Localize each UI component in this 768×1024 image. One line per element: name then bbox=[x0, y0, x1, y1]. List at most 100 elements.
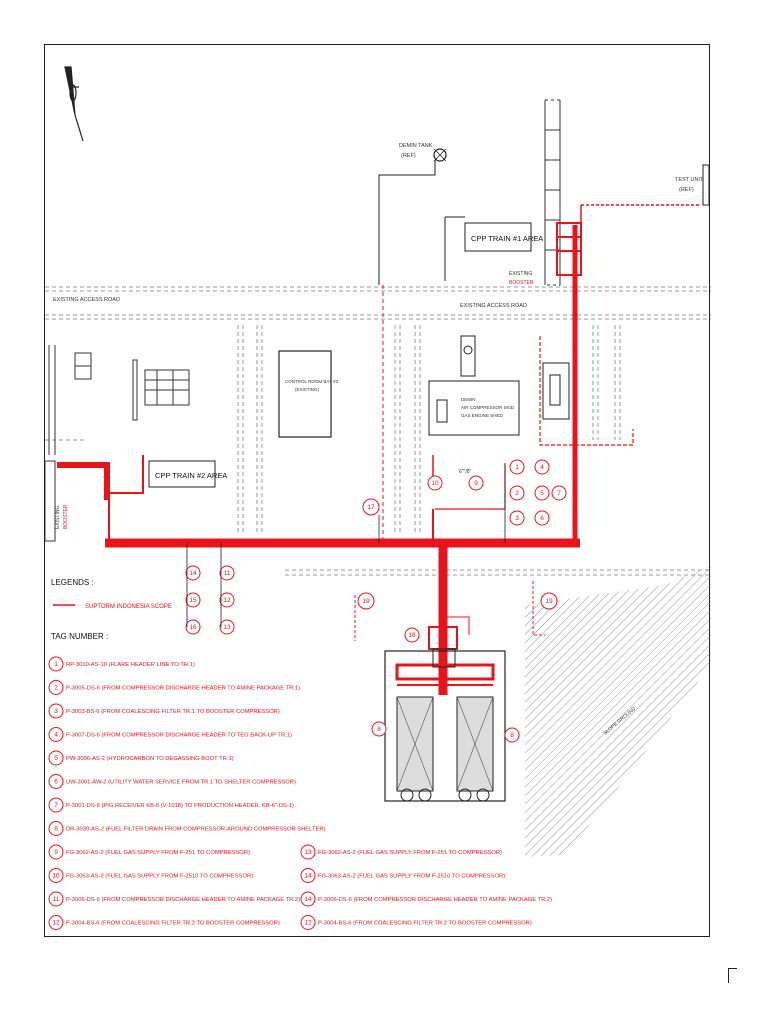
tag-number: 10 bbox=[52, 873, 60, 880]
tag-badge-icon bbox=[48, 750, 64, 766]
tag-number: 2 bbox=[54, 685, 58, 692]
tag-badge-icon bbox=[48, 727, 64, 742]
tag-description: P-3003-BS-6 (FROM COALESCING FILTER TR.1… bbox=[66, 709, 280, 715]
tag-description: FG-3062-AS-2 (FUEL GAS SUPPLY FROM F-251… bbox=[318, 850, 502, 856]
tag-row: 1 RP-3010-AS-10 (FLARE HEADER LINE TO TR.… bbox=[48, 656, 195, 672]
tag-badge-icon bbox=[48, 868, 64, 883]
tag-badge-icon bbox=[48, 797, 64, 813]
demin-tank: DEMIN TANK (REF) bbox=[378, 143, 447, 285]
drawing-sheet: EXISTING ACCESS ROAD EXISTING ACCESS ROA… bbox=[44, 44, 711, 937]
tag-row: 5 PW-3006-AS-2 (HYDROCARBON TO DEGASSING … bbox=[48, 750, 234, 766]
control-room-sub: (EXISTING) bbox=[295, 387, 320, 392]
scope-piping bbox=[57, 204, 701, 695]
tag-badge-icon bbox=[48, 656, 64, 672]
tag-description: P-3006-DS-6 (FROM COMPRESSOR DISCHARGE H… bbox=[66, 897, 300, 903]
compressor-shelter bbox=[384, 650, 506, 802]
tag-number: 12 bbox=[304, 920, 312, 927]
tag-badge-icon bbox=[300, 868, 316, 883]
plan-tag-5: 5 bbox=[540, 490, 544, 497]
tag-number: 8 bbox=[54, 826, 58, 833]
control-room bbox=[278, 350, 332, 438]
tag-badge-icon bbox=[48, 844, 64, 860]
tag-description: FG-3063-AS-2 (FUEL GAS SUPPLY FROM F-251… bbox=[318, 874, 505, 880]
plan-tag-1: 1 bbox=[515, 464, 519, 471]
tag-badge-icon bbox=[48, 891, 64, 907]
compressor-package-label-3: GAS ENGINE SHED bbox=[461, 413, 504, 418]
access-road-upper bbox=[45, 286, 711, 320]
legend-title: LEGENDS : bbox=[51, 578, 94, 587]
tag-row: 7 P-3001-DS-6 (PIG RECEIVER KB-6 (V-1018)… bbox=[48, 797, 294, 813]
tag-description: FG-3062-AS-2 (FUEL GAS SUPPLY FROM F-251… bbox=[66, 850, 250, 856]
tag-row: 11 P-3006-DS-6 (FROM COMPRESSOR DISCHARGE… bbox=[48, 891, 300, 907]
compressor-package-label-2: AIR COMPRESSOR SKID bbox=[461, 405, 515, 410]
plan-tag-9: 9 bbox=[474, 480, 478, 487]
tag-badge-icon bbox=[300, 844, 316, 860]
plan-tag-12: 12 bbox=[223, 597, 231, 604]
control-room-label: CONTROL ROOM BAY #2 bbox=[285, 379, 339, 384]
tag-number-title: TAG NUMBER : bbox=[51, 632, 108, 641]
test-unit: TEST UNIT (REF) bbox=[675, 164, 710, 206]
nozzle-tag: 6""/8" bbox=[459, 469, 472, 475]
plan-tag-7: 7 bbox=[557, 490, 561, 497]
left-booster-label: BOOSTER bbox=[63, 504, 69, 529]
page-corner-mark bbox=[728, 968, 737, 983]
plan-tag-13: 13 bbox=[223, 624, 231, 631]
north-arrow-icon bbox=[64, 66, 84, 142]
cpp-train1-label: CPP TRAIN #1 AREA bbox=[471, 234, 543, 243]
plan-tag-8a: 8 bbox=[377, 726, 381, 733]
tag-description: RP-3010-AS-10 (FLARE HEADER LINE TO TR.1… bbox=[66, 662, 195, 668]
tag-description: P-3004-BS-6 (FROM COALESCING FILTER TR.2… bbox=[318, 921, 532, 927]
tag-description: P-3004-BS-6 (FROM COALESCING FILTER TR.2… bbox=[66, 921, 280, 927]
plan-tag-19a: 19 bbox=[362, 598, 370, 605]
tag-number: 7 bbox=[54, 802, 58, 809]
compressor-package-label-1: DEMIN bbox=[461, 397, 476, 402]
tag-badge-icon bbox=[48, 915, 64, 930]
existing-access-road-label-right: EXISTING ACCESS ROAD bbox=[460, 303, 527, 309]
existing-access-road-label-left: EXISTING ACCESS ROAD bbox=[53, 297, 120, 303]
slope-area bbox=[525, 565, 711, 857]
plan-tag-16: 16 bbox=[189, 624, 197, 631]
tag-badge-icon bbox=[48, 680, 64, 695]
cpp-train2-label: CPP TRAIN #2 AREA bbox=[155, 471, 227, 480]
tag-list: 1 RP-3010-AS-10 (FLARE HEADER LINE TO TR.… bbox=[48, 656, 552, 930]
tag-row: 13 FG-3062-AS-2 (FUEL GAS SUPPLY FROM F-2… bbox=[300, 844, 502, 860]
tag-row: 12 P-3004-BS-6 (FROM COALESCING FILTER TR… bbox=[48, 915, 280, 930]
plan-tag-4: 4 bbox=[540, 464, 544, 471]
tag-description: UW-3001-AW-2 (UTILITY WATER SERVICE FROM… bbox=[66, 780, 296, 786]
plan-tag-8b: 8 bbox=[510, 732, 514, 739]
cpp-train2-box bbox=[148, 460, 216, 488]
tag-number: 5 bbox=[54, 755, 58, 762]
tag-row: 9 FG-3062-AS-2 (FUEL GAS SUPPLY FROM F-25… bbox=[48, 844, 250, 860]
tag-number: 4 bbox=[54, 732, 58, 739]
tag-description: P-3007-DS-6 (FROM COMPRESSOR DISCHARGE H… bbox=[66, 733, 292, 739]
tag-badge-icon bbox=[48, 821, 64, 836]
tag-number: 3 bbox=[54, 708, 58, 715]
tag-number: 11 bbox=[53, 896, 60, 903]
tag-badge-icon bbox=[48, 774, 64, 789]
tag-number: 13 bbox=[304, 849, 312, 856]
tag-row: 3 P-3003-BS-6 (FROM COALESCING FILTER TR.… bbox=[48, 703, 280, 719]
cpp-train1-box bbox=[464, 222, 532, 252]
demin-tank-label: DEMIN TANK bbox=[399, 143, 433, 149]
demin-tank-ref: (REF) bbox=[401, 153, 416, 159]
tag-leaders bbox=[186, 465, 506, 627]
tag-badge-icon bbox=[300, 915, 316, 930]
tag-description: PW-3006-AS-2 (HYDROCARBON TO DEGASSING B… bbox=[66, 756, 234, 762]
pipe-rack-train1 bbox=[544, 99, 561, 286]
tag-number: 1 bbox=[54, 661, 58, 668]
legend-block: LEGENDS : SUPTORM INDONESIA SCOPE TAG NU… bbox=[51, 578, 172, 641]
compressor-package bbox=[428, 335, 570, 436]
tag-description: DR-3030-AS-2 (FUEL FILTER DRAIN FROM COM… bbox=[66, 827, 326, 833]
plan-tag-19b: 19 bbox=[545, 598, 553, 605]
tag-row: 8 DR-3030-AS-2 (FUEL FILTER DRAIN FROM CO… bbox=[48, 821, 326, 836]
plan-tag-11: 11 bbox=[224, 570, 231, 577]
tag-badge-icon bbox=[48, 703, 64, 719]
tag-number: 12 bbox=[52, 920, 60, 927]
tag-description: P-3001-DS-6 (PIG RECEIVER KB-6 (V-1018) … bbox=[66, 803, 294, 809]
tag-badge-icon bbox=[300, 891, 316, 907]
tag-number: 9 bbox=[54, 849, 58, 856]
